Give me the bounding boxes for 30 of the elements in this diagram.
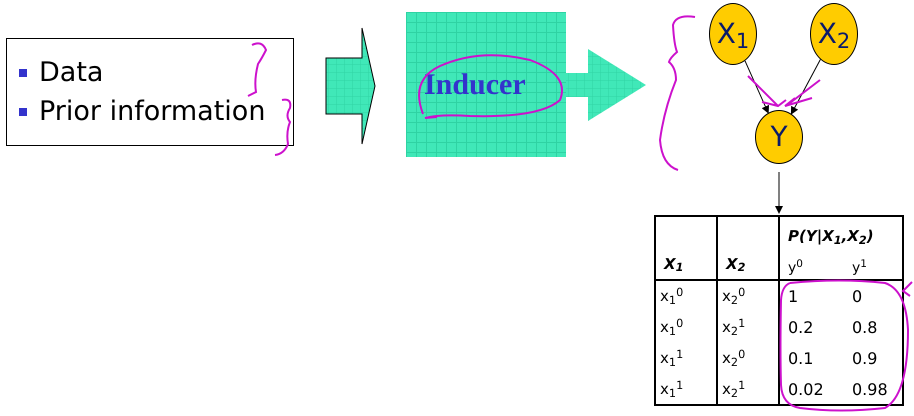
variable-node <box>755 110 803 164</box>
arrow <box>790 59 821 115</box>
column-header: X$_{1}$ <box>664 254 684 275</box>
variable-node <box>709 3 757 65</box>
block-arrow <box>566 49 646 121</box>
input-list-box <box>6 38 294 146</box>
column-header: P(Y|X$_{1}$,X$_{2}$) <box>788 226 875 248</box>
block-arrow <box>326 28 376 144</box>
column-header: X$_{2}$ <box>726 254 746 275</box>
variable-node <box>810 3 858 65</box>
list-item: Prior information <box>39 98 266 125</box>
table-cell-text: 1 <box>788 286 800 308</box>
table-cell-text: 0.2 <box>788 316 814 338</box>
table-cell-text: 0.1 <box>788 348 814 370</box>
table-cell-text: 0.98 <box>852 378 889 400</box>
table-cell-text: 0.02 <box>788 378 825 400</box>
node-label: Y <box>770 123 788 151</box>
process-block <box>406 12 566 157</box>
arrow <box>744 60 770 114</box>
probability-table <box>654 215 904 406</box>
table-cell-text: 0.8 <box>852 316 878 338</box>
arrow <box>775 172 783 214</box>
list-item: Data <box>39 59 104 86</box>
column-header: y$^{1}$ <box>852 258 868 278</box>
table-cell-text: 0.9 <box>852 348 878 370</box>
column-header: y$^{0}$ <box>788 258 804 278</box>
process-label: Inducer <box>424 67 526 103</box>
node-label: X$_{1}$ <box>716 20 750 48</box>
node-label: X$_{2}$ <box>818 20 850 48</box>
table-cell-text: 0 <box>852 286 864 308</box>
